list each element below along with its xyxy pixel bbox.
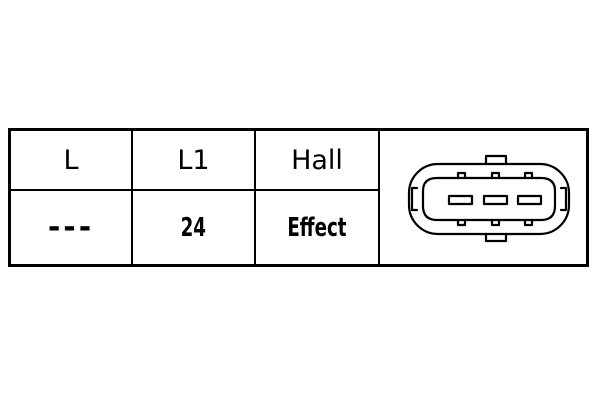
value-cell-hall: Effect [287, 212, 347, 243]
connector-left-latch [410, 186, 419, 212]
pin-notch-top [456, 171, 467, 180]
pin-2 [482, 194, 509, 206]
spec-table: L L1 Hall --- 24 Effect [8, 128, 589, 267]
connector-bottom-key [484, 232, 508, 243]
header-cell-hall: Hall [291, 144, 343, 176]
pin-notch-bottom [490, 218, 501, 227]
connector-top-key [484, 154, 508, 166]
value-cell-l1: 24 [180, 212, 207, 243]
pin-notch-bottom [456, 218, 467, 227]
column-divider [254, 131, 256, 264]
pin-notch-top [490, 171, 501, 180]
header-cell-l: L [63, 144, 79, 176]
pin-3 [516, 194, 543, 206]
value-cell-hall-wrap: Effect [256, 191, 378, 264]
connector-outer-shell [407, 162, 571, 236]
pin-notch-top [523, 171, 534, 180]
connector-inner-shell [421, 176, 557, 222]
three-pin-connector-icon [407, 154, 571, 243]
column-divider [378, 131, 380, 264]
column-divider [131, 131, 133, 264]
value-cell-l: --- [47, 209, 95, 245]
header-cell-l1: L1 [177, 144, 210, 176]
pin-notch-bottom [523, 218, 534, 227]
connector-right-latch [559, 186, 568, 212]
row-divider [11, 189, 380, 191]
pin-1 [447, 194, 474, 206]
value-cell-l1-wrap: 24 [133, 191, 254, 264]
